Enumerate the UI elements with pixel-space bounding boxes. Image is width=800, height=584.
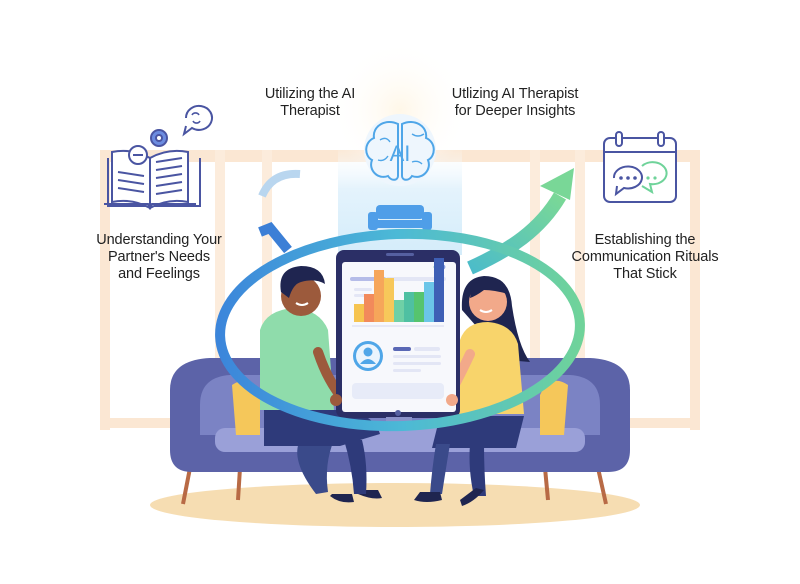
label-line: Therapist — [280, 103, 340, 119]
tablet-chart-bar — [354, 304, 364, 322]
label-line: Communication Rituals — [571, 249, 719, 265]
label-deeper-insights: Utlizing AI Therapist for Deeper Insight… — [440, 86, 590, 120]
curve-arrow-left-tail — [258, 221, 292, 254]
tablet-chart-bar — [374, 270, 384, 322]
man-figure — [260, 266, 382, 503]
curve-arrow-left — [258, 169, 301, 198]
tablet-bar-chart — [354, 258, 444, 322]
label-line: Utilizing the AI — [264, 86, 356, 102]
tablet-chart-bar — [384, 278, 394, 322]
label-line: Partner's Needs — [107, 249, 210, 265]
label-line: Establishing the — [594, 232, 696, 248]
label-communication-rituals: Establishing the Communication Rituals T… — [560, 232, 730, 283]
rug — [150, 483, 640, 527]
growth-arrow — [467, 168, 574, 275]
book-gears-icon — [104, 104, 213, 210]
ai-text: AI — [390, 141, 411, 166]
label-line: and Feelings — [118, 266, 200, 282]
tablet-chart-bar — [434, 258, 444, 322]
label-line: for Deeper Insights — [454, 103, 576, 119]
connection-loop — [215, 228, 585, 432]
tablet-chart-bar — [394, 300, 404, 322]
calendar-chat-icon — [603, 131, 677, 203]
sofa-icon — [368, 205, 432, 230]
tablet-chart-bar — [424, 282, 434, 322]
label-line: Utlizing AI Therapist — [451, 86, 579, 102]
label-line: Understanding Your — [96, 232, 222, 248]
brain-icon: AI — [364, 114, 436, 186]
tablet — [336, 250, 460, 423]
tablet-chart-bar — [414, 292, 424, 322]
tablet-chart-bar — [364, 294, 374, 322]
label-utilizing-ai-therapist: Utilizing the AI Therapist — [240, 86, 380, 120]
label-understanding-partner: Understanding Your Partner's Needs and F… — [84, 232, 234, 283]
label-line: That Stick — [613, 266, 677, 282]
tablet-chart-bar — [404, 292, 414, 322]
